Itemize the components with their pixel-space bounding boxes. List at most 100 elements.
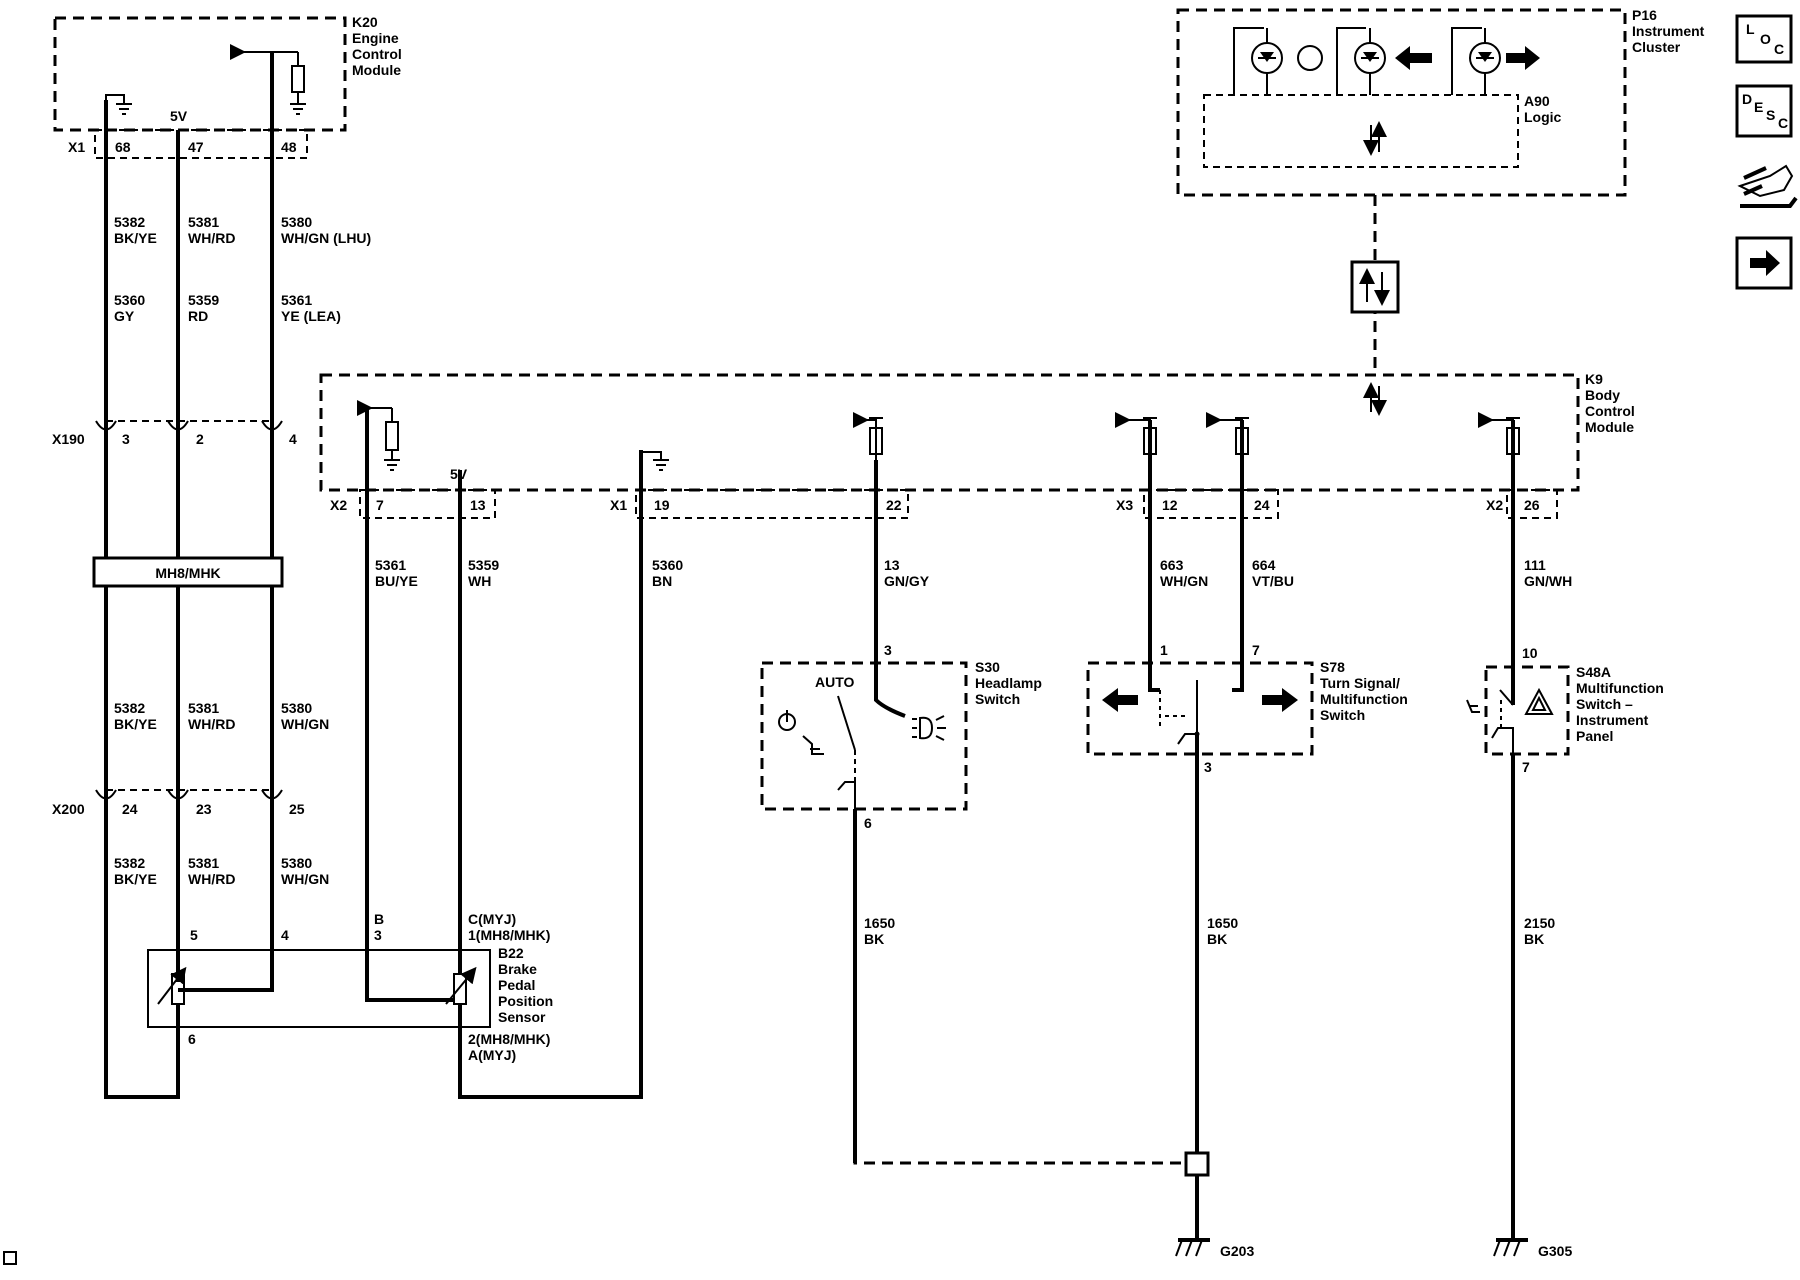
x190-connector: X190 3 2 4 (52, 420, 297, 447)
bcm-wires: 5361 BU/YE 5359 WH 5360 BN 13 GN/GY 663 … (365, 408, 1572, 1002)
k9-supply-24 (1206, 412, 1249, 455)
connector-name: X190 (52, 431, 85, 447)
a90-logic-block (1203, 94, 1519, 168)
connector-name: X1 (610, 497, 627, 513)
s78-title-line: Turn Signal/ (1320, 675, 1400, 691)
k9-body-control-module: K9 Body Control Module 5V (319, 371, 1635, 519)
splice-label: MH8/MHK (155, 565, 220, 581)
svg-text:D: D (1742, 91, 1752, 107)
logic-title-line: Logic (1524, 109, 1562, 125)
s30-title-code: S30 (975, 659, 1000, 675)
right-turn-indicator-icon (1451, 27, 1540, 95)
connector-name: X2 (1486, 497, 1503, 513)
ground-label: G203 (1220, 1243, 1254, 1259)
k20-5v-label: 5V (170, 108, 188, 124)
svg-text:C: C (1778, 115, 1788, 131)
k20-resistor-icon (291, 65, 305, 93)
svg-text:C: C (1774, 41, 1784, 57)
wire-circuit: 5361 (281, 292, 312, 308)
pin-number: 4 (289, 431, 297, 447)
pin-number: 48 (281, 139, 297, 155)
wire-color: BK (1207, 931, 1227, 947)
headlamp-sun-icon (1297, 45, 1323, 71)
s30-title-line: Switch (975, 691, 1020, 707)
pin-number: 3 (884, 642, 892, 658)
pin-number: 7 (1522, 759, 1530, 775)
pin-number: C(MYJ) (468, 911, 516, 927)
wire-color: WH/RD (188, 716, 235, 732)
ground-label: G305 (1538, 1243, 1572, 1259)
k9-supply-22 (853, 412, 883, 460)
p16-instrument-cluster: P16 Instrument Cluster A90 Logic (1176, 7, 1705, 197)
description-icon[interactable]: D E S C (1735, 84, 1793, 138)
wire-circuit: 5381 (188, 700, 219, 716)
s48a-title-line: Switch – (1576, 696, 1633, 712)
pin-number: 47 (188, 139, 204, 155)
wire-circuit: 5360 (652, 557, 683, 573)
svg-text:L: L (1746, 21, 1755, 37)
k20-title-line: Engine (352, 30, 399, 46)
pin-number: 3 (122, 431, 130, 447)
wire-color: BK/YE (114, 871, 157, 887)
s30-title-line: Headlamp (975, 675, 1042, 691)
k20-title-line: Control (352, 46, 402, 62)
pin-number: 7 (376, 497, 384, 513)
wire-circuit: 5382 (114, 700, 145, 716)
s78-turn-signal-switch: S78 Turn Signal/ Multifunction Switch 1 … (1086, 642, 1408, 775)
wire-color: BK (864, 931, 884, 947)
wire-circuit: 5380 (281, 214, 312, 230)
pin-number: 24 (1254, 497, 1270, 513)
wire-color: WH/GN (1160, 573, 1208, 589)
s30-headlamp-switch: S30 Headlamp Switch 3 6 AUTO (760, 642, 1042, 831)
pin-number: B (374, 911, 384, 927)
pin-number: 4 (281, 927, 289, 943)
wire-circuit: 664 (1252, 557, 1276, 573)
wire-circuit: 1650 (864, 915, 895, 931)
pin-number: 2(MH8/MHK) (468, 1031, 550, 1047)
next-page-icon[interactable] (1735, 236, 1793, 290)
k20-title-code: K20 (352, 14, 378, 30)
s48a-multifunction-switch: S48A Multifunction Switch – Instrument P… (1466, 645, 1664, 775)
s48a-title-line: Multifunction (1576, 680, 1664, 696)
ground-splice (853, 1100, 1210, 1240)
ground-wire-labels: 1650 BK 1650 BK 2150 BK (864, 915, 1555, 947)
wire-color: BK (1524, 931, 1544, 947)
wire-color: BK/YE (114, 230, 157, 246)
location-icon[interactable]: L O C (1735, 14, 1793, 64)
wire-circuit: 5380 (281, 855, 312, 871)
wire-circuit: 5361 (375, 557, 406, 573)
s48a-title-line: Panel (1576, 728, 1613, 744)
wire-color: WH/RD (188, 871, 235, 887)
wire-color: GN/WH (1524, 573, 1572, 589)
pin-number: 19 (654, 497, 670, 513)
splice-pack-icon (1184, 1151, 1210, 1177)
left-turn-indicator-icon (1336, 27, 1432, 95)
s48a-title-line: Instrument (1576, 712, 1649, 728)
wire-labels-low: 5382 BK/YE 5381 WH/RD 5380 WH/GN (114, 855, 329, 887)
s78-title-code: S78 (1320, 659, 1345, 675)
auto-label: AUTO (815, 674, 855, 690)
wire-labels-top: 5382 BK/YE 5381 WH/RD 5380 WH/GN (LHU) 5… (114, 214, 371, 324)
wire-circuit: 13 (884, 557, 900, 573)
k20-title-line: Module (352, 62, 401, 78)
k9-x3-connector (1143, 489, 1279, 519)
pin-number: 25 (289, 801, 305, 817)
pin-number: 23 (196, 801, 212, 817)
s78-title-line: Switch (1320, 707, 1365, 723)
wire-color: WH (468, 573, 491, 589)
svg-text:E: E (1754, 99, 1763, 115)
wire-circuit: 1650 (1207, 915, 1238, 931)
p16-title-line: Instrument (1632, 23, 1705, 39)
k9-x2-connector (359, 489, 496, 519)
wire-color: YE (LEA) (281, 308, 341, 324)
sensor-title-code: B22 (498, 945, 524, 961)
wire-circuit: 663 (1160, 557, 1184, 573)
wire-color: GY (114, 308, 135, 324)
wire-circuit: 111 (1524, 557, 1546, 573)
pin-number: 24 (122, 801, 138, 817)
pin-number: 6 (864, 815, 872, 831)
pin-number: A(MYJ) (468, 1047, 516, 1063)
k20-engine-control-module: K20 Engine Control Module 5V X1 68 47 48 (53, 14, 402, 159)
wire-circuit: 5382 (114, 214, 145, 230)
connector-end-icon[interactable] (1737, 164, 1798, 208)
